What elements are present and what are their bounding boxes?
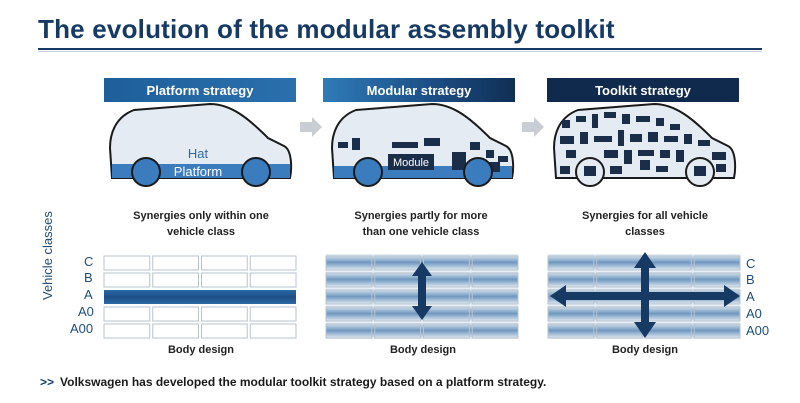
grid-cell — [201, 272, 248, 288]
grid-cell — [374, 255, 421, 271]
class-label-left: B — [84, 270, 93, 285]
transition-arrow-icon — [300, 117, 322, 137]
grid-cell — [471, 306, 519, 322]
grid-cell — [249, 255, 297, 271]
grid-band-solid — [104, 290, 296, 304]
wheel-icon — [353, 157, 383, 187]
grid-cell — [325, 272, 373, 288]
grid-cell — [471, 323, 519, 339]
grid-cell — [201, 255, 248, 271]
wheel-icon — [463, 157, 493, 187]
caption-line: Synergies partly for more — [354, 210, 488, 222]
platform-caption: Synergies only within one vehicle class — [86, 208, 316, 240]
grid-cell — [152, 255, 199, 271]
grid-cell — [471, 272, 519, 288]
caption-line: Synergies only within one — [133, 210, 269, 222]
grid-cell — [152, 272, 199, 288]
grid-cell — [249, 323, 297, 339]
grid-cell — [249, 272, 297, 288]
platform-car-illustration: Hat Platform — [108, 102, 293, 187]
caption-line: classes — [625, 226, 665, 238]
class-label-right: C — [746, 256, 756, 271]
grid-cell — [103, 272, 151, 288]
body-design-label: Body design — [389, 344, 456, 356]
grid-cell — [103, 323, 151, 339]
modular-car-illustration: Module — [330, 102, 515, 187]
class-label-left: A0 — [78, 304, 94, 319]
grid-cell — [471, 289, 519, 305]
grid-cell — [201, 306, 248, 322]
toolkit-caption: Synergies for all vehicle classes — [530, 208, 760, 240]
class-label-left: C — [84, 254, 94, 269]
grid-cell — [693, 323, 741, 339]
caption-line: Synergies for all vehicle — [582, 210, 708, 222]
vertical-double-arrow-icon — [412, 262, 432, 320]
modular-caption: Synergies partly for more than one vehic… — [306, 208, 536, 240]
modular-strategy-header: Modular strategy — [323, 78, 515, 102]
wheel-icon — [241, 157, 271, 187]
wheel-icon — [131, 157, 161, 187]
four-way-arrow-icon — [550, 252, 740, 338]
grid-cell — [693, 272, 741, 288]
title-subline — [38, 51, 762, 52]
page-title: The evolution of the modular assembly to… — [38, 14, 615, 44]
grid-cell — [103, 255, 151, 271]
chevron-right-icon: >> — [40, 375, 55, 389]
body-design-label: Body design — [611, 344, 678, 356]
footer-statement: >> Volkswagen has developed the modular t… — [40, 375, 546, 389]
grid-cell — [249, 306, 297, 322]
grid-cell — [152, 306, 199, 322]
platform-strategy-header: Platform strategy — [104, 78, 296, 102]
grid-cell — [547, 306, 595, 322]
grid-cell — [693, 306, 741, 322]
class-label-right: A0 — [746, 306, 762, 321]
grid-cell — [325, 289, 373, 305]
caption-line: than one vehicle class — [362, 226, 480, 238]
transition-arrow-icon — [522, 117, 544, 137]
body-design-label: Body design — [167, 344, 234, 356]
grid-cell — [547, 272, 595, 288]
vehicle-classes-axis-label: Vehicle classes — [40, 211, 55, 300]
grid-band-gradient — [326, 322, 518, 339]
class-label-right: A — [746, 289, 755, 304]
grid-cell — [547, 323, 595, 339]
grid-cell — [201, 323, 248, 339]
grid-cell — [103, 306, 151, 322]
class-label-right: A00 — [746, 323, 770, 338]
platform-label: Platform — [174, 164, 222, 179]
grid-cell — [325, 255, 373, 271]
grid-cell — [374, 323, 421, 339]
grid-cell — [471, 255, 519, 271]
grid-cell — [693, 255, 741, 271]
grid-cell — [547, 255, 595, 271]
grid-cell — [423, 323, 470, 339]
grid-cell — [152, 323, 199, 339]
grid-cell — [423, 255, 470, 271]
title-underline — [38, 48, 762, 50]
class-label-left: A — [84, 287, 93, 302]
module-label: Module — [393, 157, 429, 169]
grid-cell — [325, 306, 373, 322]
class-label-right: B — [746, 272, 755, 287]
hat-label: Hat — [188, 146, 209, 161]
grid-cell — [325, 323, 373, 339]
class-label-left: A00 — [70, 321, 94, 336]
caption-line: vehicle class — [167, 226, 235, 238]
toolkit-car-illustration — [552, 102, 737, 187]
toolkit-strategy-header: Toolkit strategy — [547, 78, 739, 102]
footer-text: Volkswagen has developed the modular too… — [60, 375, 547, 389]
